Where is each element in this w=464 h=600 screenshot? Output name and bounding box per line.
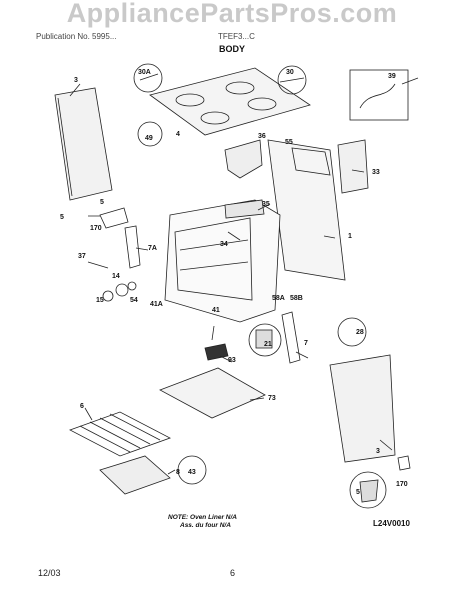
callout: 35	[262, 201, 270, 208]
oven-cavity-body	[164, 199, 281, 323]
oven-bottom	[159, 367, 266, 419]
callout: 5	[60, 214, 64, 221]
callout: 14	[112, 273, 120, 280]
callout: 34	[220, 241, 228, 248]
callout: 41	[212, 307, 220, 314]
note-line-2: Ass. du four N/A	[180, 522, 231, 529]
cooktop-support	[149, 67, 311, 136]
callout: 37	[78, 253, 86, 260]
callout: 36	[258, 133, 266, 140]
callout: 54	[130, 297, 138, 304]
model-number: TFEF3...C	[218, 32, 255, 41]
callout: 41A	[150, 301, 163, 308]
callout: 58B	[290, 295, 303, 302]
callout: 49	[145, 135, 153, 142]
callout: 93	[228, 357, 236, 364]
note-line-1: NOTE: Oven Liner N/A	[168, 514, 237, 521]
callout-labels: 3 30A 30 39 4 49 36 55 33 35 1 5 5 170 7…	[60, 69, 408, 496]
oven-rack	[69, 411, 171, 457]
footer-page-number: 6	[230, 568, 236, 578]
callout: 33	[372, 169, 380, 176]
side-panel-left	[54, 87, 113, 201]
callout: 170	[396, 481, 408, 488]
callout: 58A	[272, 295, 285, 302]
callout: 30	[286, 69, 294, 76]
callout: 73	[268, 395, 276, 402]
callout: 30A	[138, 69, 151, 76]
publication-number: Publication No. 5995...	[36, 32, 117, 41]
callout: 3	[376, 448, 380, 455]
callout: 43	[188, 469, 196, 476]
side-panel-right	[329, 354, 396, 463]
wire-harness-box	[349, 69, 409, 121]
rear-panel	[267, 139, 346, 281]
callout: 1	[348, 233, 352, 240]
callout: 5	[356, 489, 360, 496]
watermark: AppliancePartsPros.com	[66, 0, 398, 28]
callout: 4	[176, 131, 180, 138]
callout: 21	[264, 341, 272, 348]
footer-date: 12/03	[38, 568, 61, 578]
callout: 15	[96, 297, 104, 304]
note-block: NOTE: Oven Liner N/A Ass. du four N/A	[168, 514, 237, 530]
callout: 5	[100, 199, 104, 206]
callout: 8	[176, 469, 180, 476]
diagram-code: L24V0010	[373, 519, 410, 528]
callout: 3	[74, 77, 78, 84]
callout: 7A	[148, 245, 157, 252]
callout: 28	[356, 329, 364, 336]
callout: 170	[90, 225, 102, 232]
callout: 55	[285, 139, 293, 146]
callout: 6	[80, 403, 84, 410]
callout: 39	[388, 73, 396, 80]
callout: 7	[304, 340, 308, 347]
page-title: BODY	[218, 44, 245, 54]
